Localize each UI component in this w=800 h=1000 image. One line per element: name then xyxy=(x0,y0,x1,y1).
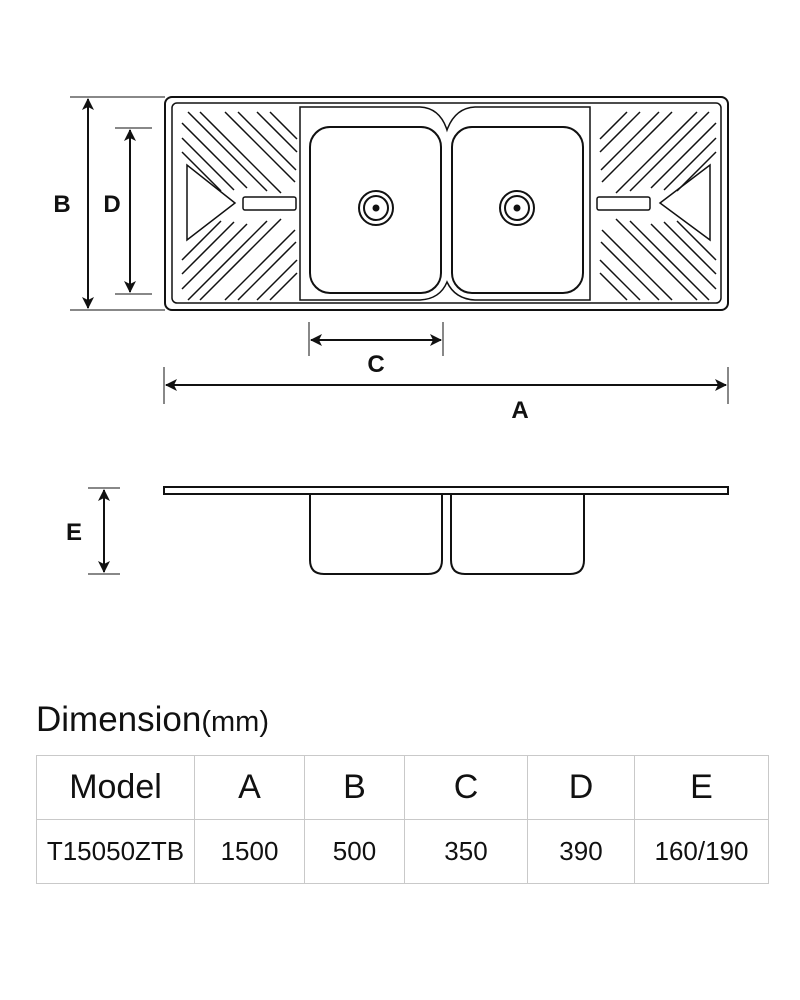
left-drain-outer xyxy=(358,190,394,226)
right-bowl xyxy=(451,126,584,294)
cell-c: 350 xyxy=(404,819,528,884)
left-bowl xyxy=(309,126,442,294)
sink-side-view xyxy=(163,486,729,575)
side-left-bowl xyxy=(309,494,443,575)
bowl-collar xyxy=(299,106,591,301)
header-d: D xyxy=(527,755,635,820)
side-right-bowl xyxy=(450,494,585,575)
sink-dimension-drawing: B D C A E xyxy=(53,96,729,575)
left-drain-hole xyxy=(372,204,380,212)
dim-e-label: E xyxy=(66,519,82,546)
header-a: A xyxy=(194,755,305,820)
dimension-unit: (mm) xyxy=(201,706,269,738)
cell-e: 160/190 xyxy=(634,819,769,884)
header-model: Model xyxy=(36,755,195,820)
dim-a-label: A xyxy=(511,397,528,424)
dimension-lines xyxy=(70,96,729,575)
cell-a: 1500 xyxy=(194,819,305,884)
sink-outer-edge xyxy=(164,96,729,311)
right-drainboard-ribs xyxy=(596,111,717,301)
sink-top-view xyxy=(164,96,729,311)
sink-inner-edge xyxy=(171,102,722,304)
side-worktop xyxy=(163,486,729,495)
right-drain-hole xyxy=(513,204,521,212)
cell-d: 390 xyxy=(527,819,635,884)
dimension-title: Dimension(mm) xyxy=(36,700,269,742)
dimension-table: Model A B C D E T15050ZTB 1500 500 350 3… xyxy=(36,755,769,884)
dim-d-label: D xyxy=(103,191,120,218)
header-b: B xyxy=(304,755,405,820)
right-drain-outer xyxy=(499,190,535,226)
cell-b: 500 xyxy=(304,819,405,884)
dim-b-label: B xyxy=(53,191,70,218)
left-drain-ring xyxy=(363,195,389,221)
table-row: T15050ZTB 1500 500 350 390 160/190 xyxy=(36,819,769,884)
left-drainboard-ribs xyxy=(181,111,298,301)
table-header-row: Model A B C D E xyxy=(36,755,769,820)
cell-model: T15050ZTB xyxy=(36,819,195,884)
dimension-title-text: Dimension xyxy=(36,700,202,739)
dim-c-label: C xyxy=(367,351,384,378)
header-c: C xyxy=(404,755,528,820)
right-drain-ring xyxy=(504,195,530,221)
header-e: E xyxy=(634,755,769,820)
